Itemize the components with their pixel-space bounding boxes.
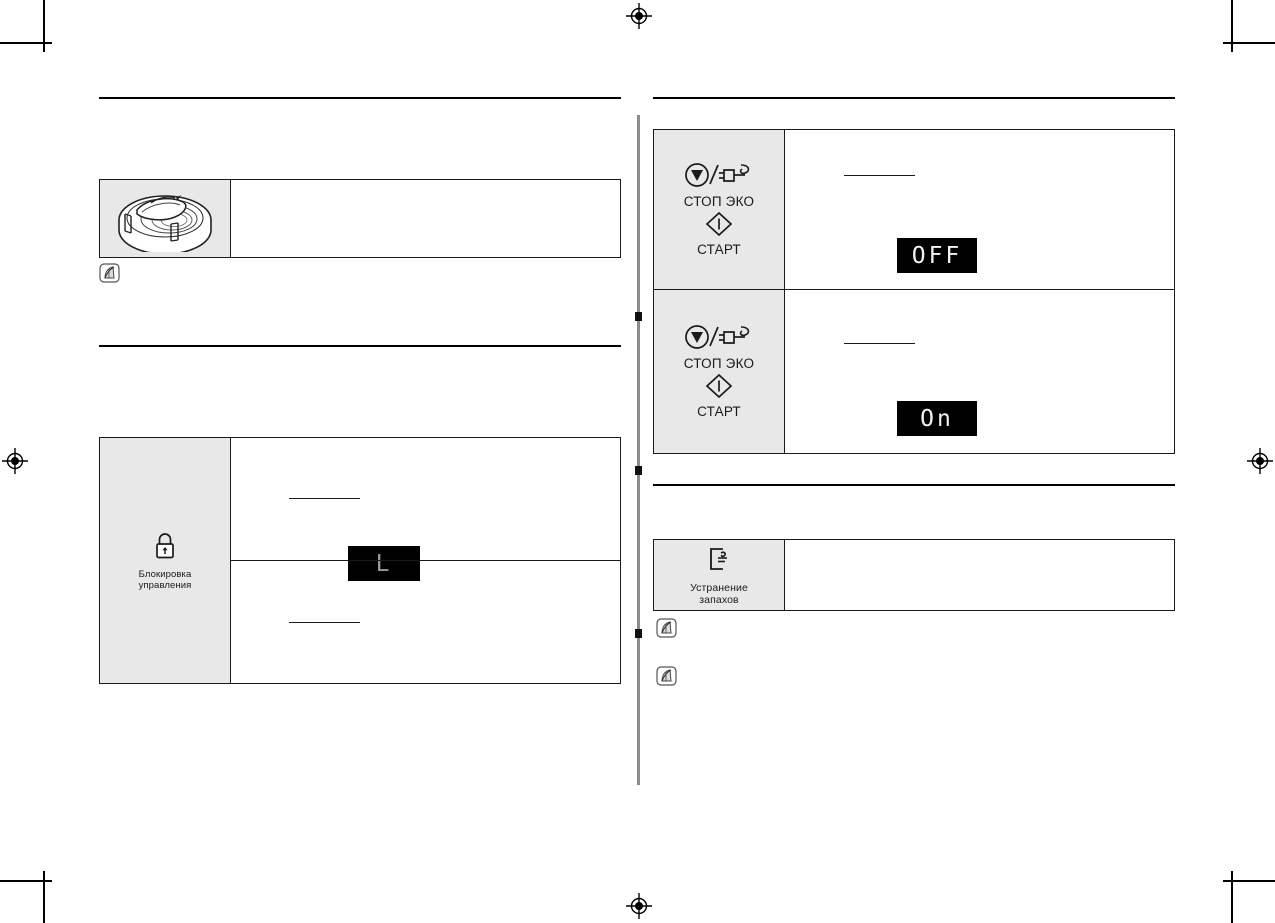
eco-on-icon-cell: СТОП ЭКО СТАРТ xyxy=(654,290,785,453)
deodorize-body-cell xyxy=(785,540,1174,610)
padlock-up-arrow-icon xyxy=(152,531,178,565)
note-leaf-icon-right-1 xyxy=(656,618,678,639)
deodorize-body-row xyxy=(785,540,1174,610)
text-stub-eco-off xyxy=(844,175,915,177)
led-text-lock: L xyxy=(375,550,393,577)
stop-eco-start-icon xyxy=(683,323,755,356)
registration-target-icon-top xyxy=(626,3,652,29)
deodorize-label-line2: запахов xyxy=(699,593,739,606)
illustration-body-row xyxy=(231,180,620,257)
left-column-middle-rule xyxy=(99,345,621,347)
control-lock-label: Блокировка управления xyxy=(139,569,192,591)
control-lock-icon-cell: Блокировка управления xyxy=(100,438,231,683)
gutter-tick-1 xyxy=(635,312,642,321)
led-text-off: OFF xyxy=(911,242,963,269)
eco-table-on: СТОП ЭКО СТАРТ On xyxy=(653,289,1175,454)
eco-on-caption-line2: СТАРТ xyxy=(697,404,741,419)
control-lock-label-line2: управления xyxy=(138,579,192,591)
crop-mark-bottom-left-h xyxy=(0,880,52,882)
deodorize-icon-cell: Устранение запахов xyxy=(654,540,785,610)
deodorize-label-line1: Устранение xyxy=(690,581,748,594)
note-leaf-icon-right-2 xyxy=(656,666,678,687)
led-display-on: On xyxy=(897,401,977,436)
start-diamond-icon xyxy=(705,373,733,404)
illustration-cell xyxy=(100,180,231,257)
registration-target-icon-left xyxy=(2,448,28,474)
column-gutter-divider xyxy=(637,115,640,785)
crop-mark-bottom-left-v xyxy=(43,871,45,923)
led-display-lock: L xyxy=(348,546,420,581)
registration-target-icon-right xyxy=(1247,448,1273,474)
control-lock-table: Блокировка управления L xyxy=(99,437,621,684)
control-lock-label-line1: Блокировка xyxy=(138,568,192,580)
eco-off-body-cell: OFF xyxy=(785,130,1174,289)
illustration-body-cell xyxy=(231,180,620,257)
crop-mark-top-right-v xyxy=(1231,0,1233,52)
illustration-table xyxy=(99,179,621,258)
note-leaf-icon-left-1 xyxy=(99,263,121,284)
crop-mark-bottom-right-v xyxy=(1231,871,1233,923)
right-column-top-rule xyxy=(653,97,1175,99)
eco-on-body-row: On xyxy=(785,290,1174,453)
control-lock-body-cell: L xyxy=(231,438,620,683)
control-lock-body-row-2 xyxy=(231,560,620,683)
deodorize-vent-icon xyxy=(705,545,733,578)
eco-off-caption-line1: СТОП ЭКО xyxy=(683,194,755,209)
crop-mark-top-right-h xyxy=(1223,42,1275,44)
start-diamond-icon xyxy=(705,211,733,242)
eco-off-body-row: OFF xyxy=(785,130,1174,289)
right-column-middle-rule xyxy=(653,484,1175,486)
left-column-top-rule xyxy=(99,97,621,99)
eco-off-icon-cell: СТОП ЭКО СТАРТ xyxy=(654,130,785,289)
microwave-turntable-illustration xyxy=(100,180,230,257)
text-stub-lock-2 xyxy=(289,622,360,624)
crop-mark-bottom-right-h xyxy=(1223,880,1275,882)
stop-eco-start-icon xyxy=(683,161,755,194)
eco-table-off: СТОП ЭКО СТАРТ OFF xyxy=(653,129,1175,290)
led-text-on: On xyxy=(920,405,954,432)
crop-mark-top-left-h xyxy=(0,42,52,44)
crop-mark-top-left-v xyxy=(43,0,45,52)
gutter-tick-2 xyxy=(635,466,642,475)
gutter-tick-3 xyxy=(635,629,642,638)
eco-on-body-cell: On xyxy=(785,290,1174,453)
eco-on-caption-line1: СТОП ЭКО xyxy=(683,356,755,371)
text-stub-lock-1 xyxy=(289,498,360,500)
deodorize-table: Устранение запахов xyxy=(653,539,1175,611)
eco-off-caption-line2: СТАРТ xyxy=(697,242,741,257)
control-lock-body-row-1: L xyxy=(231,438,620,581)
deodorize-label: Устранение запахов xyxy=(690,582,748,606)
text-stub-eco-on xyxy=(844,343,915,345)
led-display-off: OFF xyxy=(897,238,977,273)
registration-target-icon-bottom xyxy=(626,893,652,919)
